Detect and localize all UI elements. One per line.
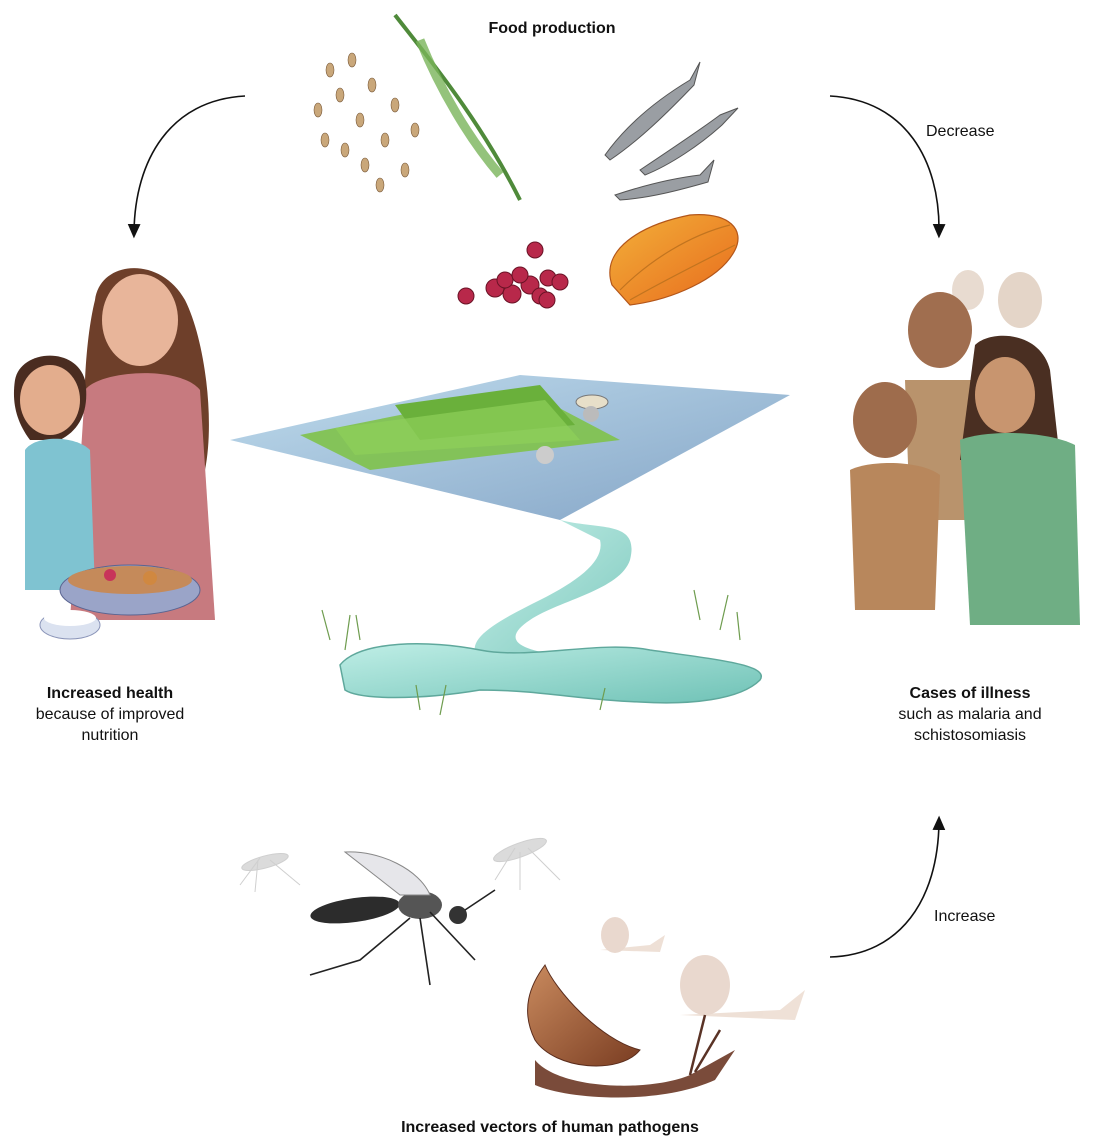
vectors-label: Increased vectors of human pathogens bbox=[340, 1117, 760, 1138]
decrease-arrow-label: Decrease bbox=[926, 121, 994, 142]
food-production-label: Food production bbox=[452, 18, 652, 39]
snail-illustration bbox=[528, 917, 805, 1098]
rice-paddy-illustration bbox=[230, 375, 790, 715]
mosquito-illustration bbox=[240, 834, 560, 985]
fish-illustration bbox=[605, 62, 738, 200]
increased-health-line1: because of improved bbox=[36, 706, 185, 723]
increased-health-label: Increased health because of improved nut… bbox=[10, 683, 210, 746]
starfruit-illustration bbox=[610, 215, 738, 305]
increased-health-line2: nutrition bbox=[82, 727, 139, 744]
rice-panicle-illustration bbox=[314, 15, 520, 200]
cases-of-illness-label: Cases of illness such as malaria and sch… bbox=[870, 683, 1070, 746]
increased-health-title: Increased health bbox=[10, 683, 210, 704]
sick-villagers-illustration bbox=[850, 270, 1080, 625]
arrow-vectors-to-illness bbox=[830, 822, 939, 957]
red-berries-illustration bbox=[458, 242, 568, 308]
mother-child-meal-illustration bbox=[14, 268, 215, 639]
increase-arrow-label: Increase bbox=[934, 906, 995, 927]
cases-of-illness-line1: such as malaria and bbox=[898, 706, 1041, 723]
arrow-food-to-health bbox=[134, 96, 245, 232]
cases-of-illness-line2: schistosomiasis bbox=[914, 727, 1026, 744]
cases-of-illness-title: Cases of illness bbox=[870, 683, 1070, 704]
arrow-food-to-illness bbox=[830, 96, 939, 232]
